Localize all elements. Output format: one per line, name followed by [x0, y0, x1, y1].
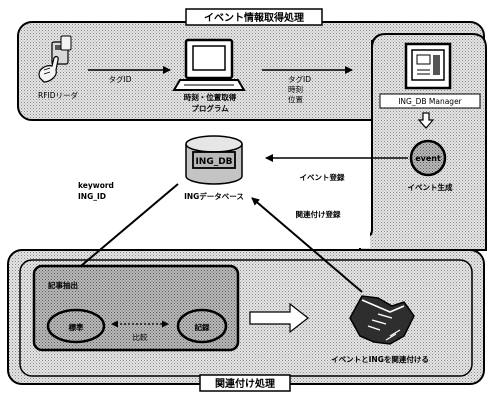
ing-db-manager-label: ING_DB Manager — [398, 97, 462, 106]
rfid-reader-icon — [38, 35, 72, 83]
event-register-label: イベント登録 — [300, 172, 345, 182]
server-icon — [404, 42, 452, 90]
program-label-line2: プログラム — [191, 103, 229, 113]
bottom-section-title: 関連付け処理 — [215, 377, 275, 390]
query-line2: ING_ID — [78, 192, 106, 201]
record-ellipse — [176, 308, 228, 344]
standard-ellipse — [46, 308, 106, 344]
database-label: ING_DB — [195, 157, 232, 167]
program-output-line3: 位置 — [288, 94, 303, 104]
program-label-line1: 時刻・位置取得 — [184, 92, 237, 102]
top-section-title-box — [185, 8, 323, 26]
rfid-reader-label: RFIDリーダ — [38, 90, 79, 100]
event-node-caption: イベント生成 — [408, 182, 453, 192]
link-register-arrow — [251, 197, 363, 293]
database-icon — [185, 135, 243, 185]
database-caption: INGデータベース — [184, 191, 244, 201]
handshake-icon — [349, 295, 415, 345]
compare-label: 比較 — [133, 332, 148, 342]
computer-icon — [172, 38, 246, 91]
program-output-line1: タグID — [288, 74, 311, 84]
event-node-label: event — [415, 154, 441, 163]
top-section-title: イベント情報取得処理 — [204, 11, 304, 24]
link-register-label: 関連付け登録 — [296, 209, 341, 219]
standard-ellipse-label: 標準 — [69, 322, 84, 332]
bottom-section-title-box — [199, 374, 291, 392]
right-arrow-icon — [249, 302, 309, 334]
tag-id-label: タグID — [109, 74, 132, 84]
down-arrow-icon — [417, 112, 435, 129]
event-node — [409, 139, 447, 177]
ing-db-manager-label-box — [379, 93, 481, 109]
record-ellipse-label: 記録 — [195, 322, 210, 332]
query-line1: keyword — [78, 181, 114, 190]
extraction-box-title: 記事抽出 — [48, 280, 78, 290]
handshake-caption: イベントとINGを関連付ける — [331, 354, 429, 364]
program-output-line2: 時刻 — [288, 84, 303, 94]
